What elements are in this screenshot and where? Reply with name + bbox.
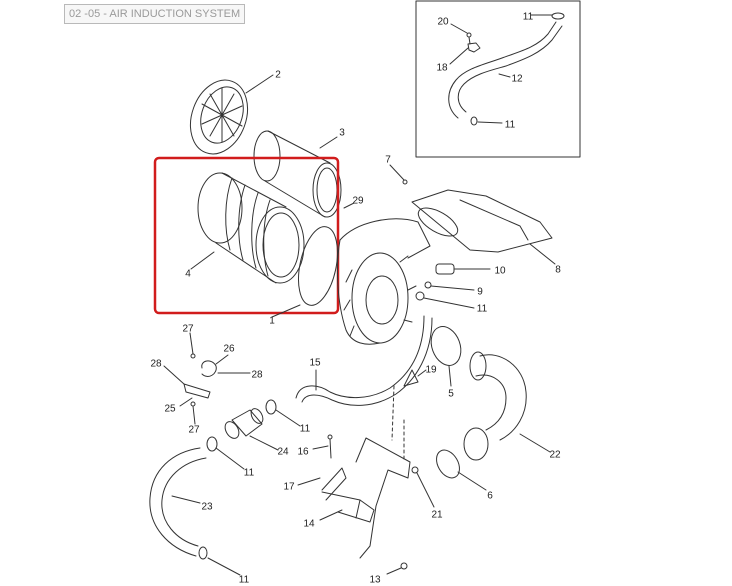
callout-c12: 12 — [511, 74, 523, 85]
callout-c1: 1 — [269, 316, 275, 327]
precleaner-8 — [411, 189, 556, 265]
component-24 — [224, 408, 279, 451]
bolt-7 — [389, 164, 408, 185]
callout-c2: 2 — [275, 70, 281, 81]
clamp-11-mid — [265, 399, 301, 427]
clamp-11-left — [206, 436, 245, 470]
callout-c20: 20 — [437, 17, 449, 28]
callout-c28b: 28 — [251, 370, 263, 381]
clamp-5 — [430, 326, 462, 387]
bracket-26-25 — [163, 332, 251, 425]
sensor-10 — [435, 263, 491, 275]
callout-c24: 24 — [277, 447, 289, 458]
callout-c9: 9 — [477, 287, 483, 298]
outer-filter-4 — [190, 172, 305, 284]
callout-c21: 21 — [431, 510, 443, 521]
callout-c18: 18 — [436, 63, 448, 74]
callout-c4: 4 — [185, 269, 191, 280]
callout-c5: 5 — [448, 389, 454, 400]
callout-c27b: 27 — [188, 425, 200, 436]
fitting-9 — [424, 281, 475, 291]
callout-c10: 10 — [494, 266, 506, 277]
callout-c8: 8 — [555, 265, 561, 276]
callout-c27a: 27 — [182, 324, 194, 335]
callout-c17: 17 — [283, 482, 295, 493]
callout-c25: 25 — [164, 404, 176, 415]
callout-c28a: 28 — [150, 359, 162, 370]
callout-c19: 19 — [425, 365, 437, 376]
inset-fitting-18-20 — [449, 23, 481, 65]
air-cleaner-housing-1 — [271, 218, 431, 345]
callout-c13: 13 — [369, 575, 381, 586]
callout-c23: 23 — [201, 502, 213, 513]
duct-15 — [295, 315, 433, 406]
nut-21 — [411, 466, 435, 508]
callout-c11f: 11 — [239, 575, 250, 586]
callout-c11a: 11 — [477, 304, 488, 315]
clamp-11-upper — [415, 291, 475, 309]
callout-c14: 14 — [303, 519, 315, 530]
callout-c16: 16 — [297, 447, 309, 458]
bolt-16 — [312, 434, 333, 459]
callout-c11e: 11 — [244, 468, 255, 479]
bolt-13 — [386, 562, 408, 575]
callout-c15: 15 — [309, 358, 321, 369]
callout-c11d: 11 — [300, 424, 311, 435]
inset-hose-12 — [448, 12, 565, 126]
bracket-14-17 — [297, 437, 411, 559]
callout-c11b: 11 — [523, 12, 534, 23]
clamp-6 — [436, 449, 487, 491]
highlight-box — [153, 156, 340, 315]
diagram-title: 02 -05 - AIR INDUCTION SYSTEM — [64, 4, 246, 24]
seal-ring-29 — [298, 202, 355, 306]
hose-23 — [149, 447, 241, 576]
callout-c26: 26 — [223, 344, 235, 355]
filter-cap-2 — [189, 74, 274, 155]
tag-19 — [403, 369, 427, 387]
callout-c29: 29 — [352, 196, 364, 207]
callout-c3: 3 — [339, 128, 345, 139]
callout-c6: 6 — [487, 491, 493, 502]
callout-c11c: 11 — [505, 120, 516, 131]
assembly-guide — [391, 385, 405, 461]
inset-frame — [415, 0, 581, 158]
callout-c7: 7 — [385, 155, 391, 166]
inner-filter-3 — [253, 130, 342, 218]
callout-c22: 22 — [549, 450, 561, 461]
elbow-hose-22 — [463, 351, 551, 461]
